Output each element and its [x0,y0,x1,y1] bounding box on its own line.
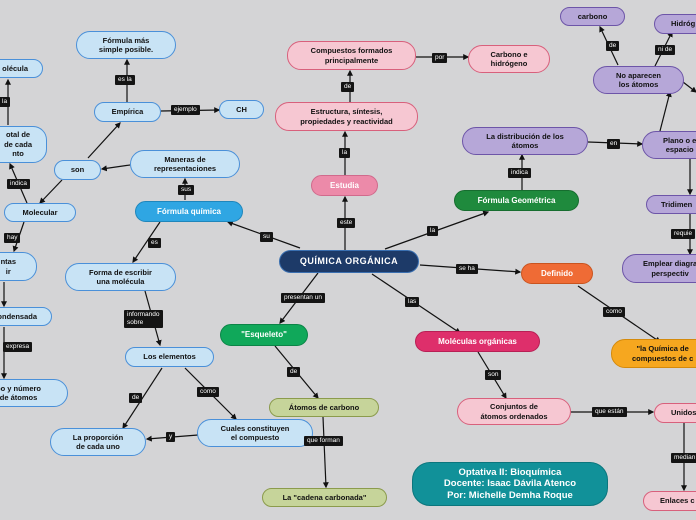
label-en: en [607,139,621,150]
node-tipo-numero[interactable]: po y número de átomos [0,379,68,407]
label-es: es [148,238,161,249]
node-emplear[interactable]: Emplear diagra perspectiv [622,254,696,283]
node-hidrog[interactable]: Hidróg [654,14,696,34]
node-esqueleto[interactable]: "Esqueleto" [220,324,308,346]
node-los-elementos[interactable]: Los elementos [125,347,214,367]
label-que-estan: que están [592,407,627,418]
label-la: la [427,226,439,237]
edge-elementos-proporcion [122,367,163,430]
node-formula-quimica[interactable]: Fórmula química [135,201,243,222]
label-ejemplo: ejemplo [171,105,200,116]
label-de-estructura: de [341,82,355,93]
edge-formula-forma [132,221,161,263]
label-de-noaparecen: de [606,41,620,52]
label-indica-molecular: indica [7,179,30,190]
node-molecula-top[interactable]: olécula [0,59,43,78]
label-median: median [671,453,696,464]
label-que-forman: que forman [304,436,343,447]
label-sus: sus [178,185,195,196]
node-condensada[interactable]: ondensada [0,307,52,326]
label-se-ha: se ha [456,264,478,275]
label-como-definido: como [603,307,625,318]
edge-son-empirica [87,122,121,159]
edge-plano-noaparecen [659,90,672,132]
label-la-estudia: la [339,148,351,159]
node-son[interactable]: son [54,160,101,180]
node-distribucion[interactable]: La distribución de los átomos [462,127,588,155]
node-moleculas-organicas[interactable]: Moléculas orgánicas [415,331,540,352]
label-las: las [405,297,420,308]
label-de-elementos: de [129,393,143,404]
node-quimica-organica[interactable]: QUÍMICA ORGÁNICA [279,250,419,273]
node-cadena-carbonada[interactable]: La "cadena carbonada" [262,488,387,507]
node-proporcion[interactable]: La proporción de cada uno [50,428,146,456]
edge-noaparecen-right [682,81,696,93]
label-indica-geo: indica [508,168,531,179]
label-su: su [260,232,273,243]
node-quimica-compuestos[interactable]: "la Química de compuestos de c [611,339,696,368]
node-atomos-carbono[interactable]: Átomos de carbono [269,398,379,417]
label-hay: hay [4,233,21,244]
label-ni-de: ni de [655,45,676,56]
node-cuales[interactable]: Cuales constituyen el compuesto [197,419,313,447]
label-presentan-un: presentan un [281,293,325,304]
node-estructura[interactable]: Estructura, síntesis, propiedades y reac… [275,102,418,131]
node-molecular[interactable]: Molecular [4,203,76,222]
label-expresa: expresa [3,342,33,353]
node-total[interactable]: otal de de cada nto [0,126,47,163]
node-maneras[interactable]: Maneras de representaciones [130,150,240,178]
node-forma-escribir[interactable]: Forma de escribir una molécula [65,263,176,291]
node-empirica[interactable]: Empírica [94,102,161,122]
edge-son-molecular [39,179,63,204]
node-mas-simple[interactable]: Fórmula más simple posible. [76,31,176,59]
edge-atomos-cadena [322,416,329,489]
node-carbono[interactable]: carbono [560,7,625,26]
node-carbono-hidrogeno[interactable]: Carbono e hidrógeno [468,45,550,73]
label-este: este [337,218,356,229]
label-son-moleculas: son [485,370,502,381]
label-informando-sobre: informando sobre [124,310,163,329]
node-ch[interactable]: CH [219,100,264,119]
label-y: y [166,432,176,443]
node-no-aparecen[interactable]: No aparecen los átomos [593,66,684,94]
node-plano[interactable]: Plano o e espacio [642,131,696,159]
node-enlaces[interactable]: Enlaces c [643,491,696,511]
node-formula-geometrica[interactable]: Fórmula Geométrica [454,190,579,211]
credits-box: Optativa II: Bioquímica Docente: Isaac D… [412,462,608,506]
node-unidos[interactable]: Unidos [654,403,696,423]
node-compuestos-formados[interactable]: Compuestos formados principalmente [287,41,416,70]
node-definido[interactable]: Definido [521,263,593,284]
node-ntas[interactable]: ntas ir [0,252,37,281]
label-la-left: la [0,97,11,108]
label-por: por [432,53,448,64]
edge-maneras-son [100,164,131,172]
node-tridimen[interactable]: Tridimen [646,195,696,214]
label-de-esqueleto: de [287,367,301,378]
node-estudia[interactable]: Estudia [311,175,378,196]
label-como-elementos: como [197,387,219,398]
label-requie: requie [671,229,696,240]
node-conjuntos[interactable]: Conjuntos de átomos ordenados [457,398,571,425]
label-es-la: es la [115,75,135,86]
